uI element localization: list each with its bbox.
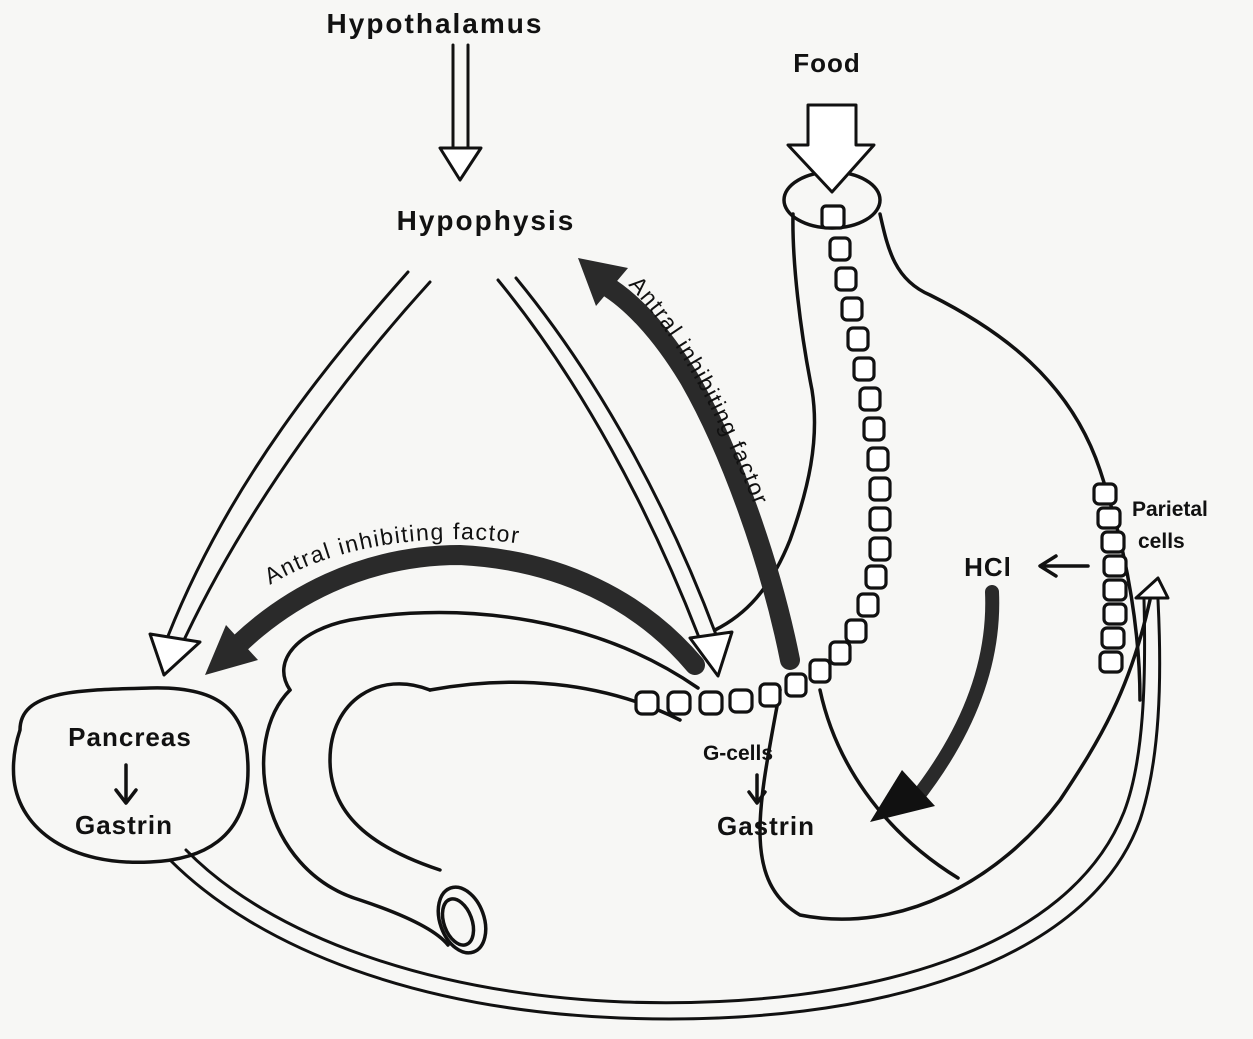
gastrin-left-label: Gastrin bbox=[75, 810, 173, 840]
g-cells-label: G-cells bbox=[703, 742, 773, 765]
parietal-label: Parietal bbox=[1132, 498, 1208, 521]
hypophysis-to-gcells-arrow bbox=[498, 278, 732, 676]
hypothalamus-to-hypophysis-arrow bbox=[440, 45, 481, 180]
hypothalamus-label: Hypothalamus bbox=[327, 8, 544, 39]
hcl-to-gastrin-arrow bbox=[870, 592, 992, 822]
antral-factor-upper-label: Antral inhibiting factor bbox=[624, 271, 774, 509]
food-label: Food bbox=[793, 48, 861, 78]
hypophysis-label: Hypophysis bbox=[397, 205, 576, 236]
parietal-cells-label: cells bbox=[1138, 530, 1185, 553]
gastrin-right-label: Gastrin bbox=[717, 811, 815, 841]
pancreas-label: Pancreas bbox=[68, 722, 192, 752]
hcl-label: HCl bbox=[964, 552, 1012, 582]
parietal-to-hcl-arrow bbox=[1040, 556, 1088, 576]
